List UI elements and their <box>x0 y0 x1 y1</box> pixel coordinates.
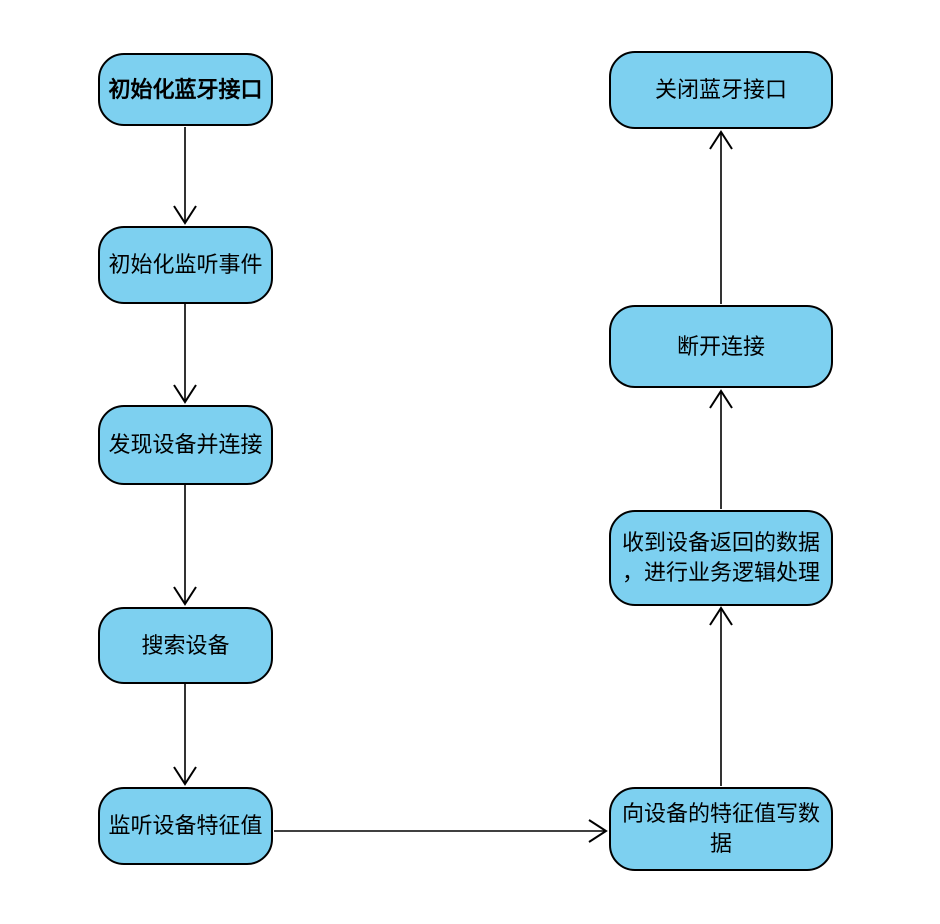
arrow-init-bt-to-init-listen <box>173 127 197 225</box>
node-init-bluetooth-interface: 初始化蓝牙接口 <box>98 53 273 126</box>
node-label: 关闭蓝牙接口 <box>654 77 787 102</box>
node-discover-and-connect: 发现设备并连接 <box>98 405 273 485</box>
node-init-listen-events: 初始化监听事件 <box>98 226 273 304</box>
arrow-search-to-listen-char <box>173 684 197 786</box>
arrow-init-listen-to-discover <box>173 304 197 404</box>
node-label: 搜索设备 <box>141 632 230 658</box>
node-label: 监听设备特征值 <box>108 813 263 838</box>
node-disconnect: 断开连接 <box>609 305 833 388</box>
node-label-line-2: 据 <box>709 831 732 856</box>
arrow-disconnect-to-close-bt <box>709 130 733 304</box>
node-label: 初始化监听事件 <box>108 252 263 277</box>
node-label-line-1: 向设备的特征值写数 <box>621 801 820 826</box>
arrow-receive-data-to-disconnect <box>709 389 733 509</box>
node-label: 发现设备并连接 <box>108 432 263 457</box>
node-close-bluetooth-interface: 关闭蓝牙接口 <box>609 51 833 129</box>
node-label-line-2: ，进行业务逻辑处理 <box>621 560 820 585</box>
node-label-line-1: 收到设备返回的数据 <box>621 530 820 555</box>
arrow-listen-char-to-write-char <box>274 819 608 843</box>
node-label: 断开连接 <box>676 333 765 359</box>
node-listen-device-characteristic: 监听设备特征值 <box>98 787 273 865</box>
node-receive-data-process-logic: 收到设备返回的数据 ，进行业务逻辑处理 <box>609 510 833 606</box>
node-label: 初始化蓝牙接口 <box>108 76 263 102</box>
node-search-device: 搜索设备 <box>98 607 273 684</box>
arrow-write-char-to-receive-data <box>709 606 733 786</box>
node-write-characteristic-data: 向设备的特征值写数 据 <box>609 787 833 871</box>
arrow-discover-to-search <box>173 485 197 606</box>
